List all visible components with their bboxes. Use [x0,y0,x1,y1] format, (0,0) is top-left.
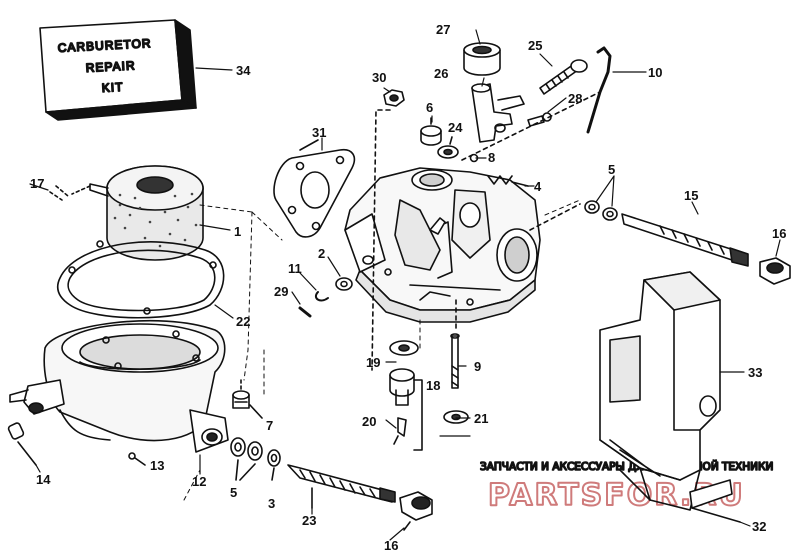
callout-34: 34 [236,63,251,78]
small-plug-part [7,422,37,466]
callout-21: 21 [474,411,488,426]
air-silencer-part [599,271,721,511]
callout-28: 28 [568,91,582,106]
callout-20: 20 [362,414,376,429]
callout-17: 17 [30,176,44,191]
callout-29: 29 [274,284,288,299]
callout-16-bottom: 16 [384,538,398,553]
callout-3: 3 [268,496,275,511]
callout-32: 32 [752,519,766,534]
linkage-rod-part [586,46,612,134]
float-bowl-part [9,319,229,453]
callout-8: 8 [488,150,495,165]
bottom-washers [230,437,281,481]
carburetor-body-part [344,167,541,323]
spacer-part-32 [689,479,741,523]
float-part [71,165,204,261]
bowl-gasket-part [56,240,225,319]
callout-15: 15 [684,188,698,203]
kit-label-line1: CARBURETOR [57,36,151,55]
callout-33: 33 [748,365,762,380]
callout-26: 26 [434,66,448,81]
callout-2: 2 [318,246,325,261]
main-needle-part [287,464,396,509]
spring-part-4 [487,175,529,187]
callout-31: 31 [312,125,326,140]
callout-4: 4 [534,179,542,194]
callout-7: 7 [266,418,273,433]
callout-22: 22 [236,314,250,329]
jet-screw-part [232,379,263,419]
callout-9: 9 [474,359,481,374]
callout-24: 24 [448,120,463,135]
repair-kit-box: CARBURETOR REPAIR KIT [39,19,197,121]
callout-1: 1 [234,224,241,239]
callout-13: 13 [150,458,164,473]
leader-lines [29,29,781,541]
callout-16-right: 16 [772,226,786,241]
callout-labels: 34 1 22 17 14 13 12 5 3 7 23 16 31 30 6 … [30,22,786,553]
callout-5-right: 5 [608,162,615,177]
callout-25: 25 [528,38,542,53]
callout-10: 10 [648,65,662,80]
watermark-top-text: ЗАПЧАСТИ И АКСЕССУАРЫ ДЛЯ ЛОДОЧНОЙ ТЕХНИ… [480,460,773,473]
callout-14: 14 [36,472,51,487]
right-washers [529,200,618,231]
cap-part-6 [420,117,442,146]
nut-part-30 [371,89,405,371]
mounting-gasket-part [273,139,356,238]
packing-nut-right [759,257,791,285]
check-ball-part [128,452,146,466]
fitting-assembly [461,42,601,161]
idle-needle-part [621,213,749,267]
callout-18: 18 [426,378,440,393]
kit-label-line3: KIT [101,80,123,95]
callout-5-bottom: 5 [230,485,237,500]
callout-23: 23 [302,513,316,528]
callout-30: 30 [372,70,386,85]
callout-12: 12 [192,474,206,489]
small-parts-left [298,277,353,318]
packing-nut-bottom [399,491,433,531]
assembly-lines [183,199,581,501]
washer-part-24 [437,136,459,159]
callout-6: 6 [426,100,433,115]
callout-27: 27 [436,22,450,37]
callout-19: 19 [366,355,380,370]
kit-label-line2: REPAIR [85,58,135,75]
float-pin-part [49,185,69,201]
callout-11: 11 [288,261,302,276]
